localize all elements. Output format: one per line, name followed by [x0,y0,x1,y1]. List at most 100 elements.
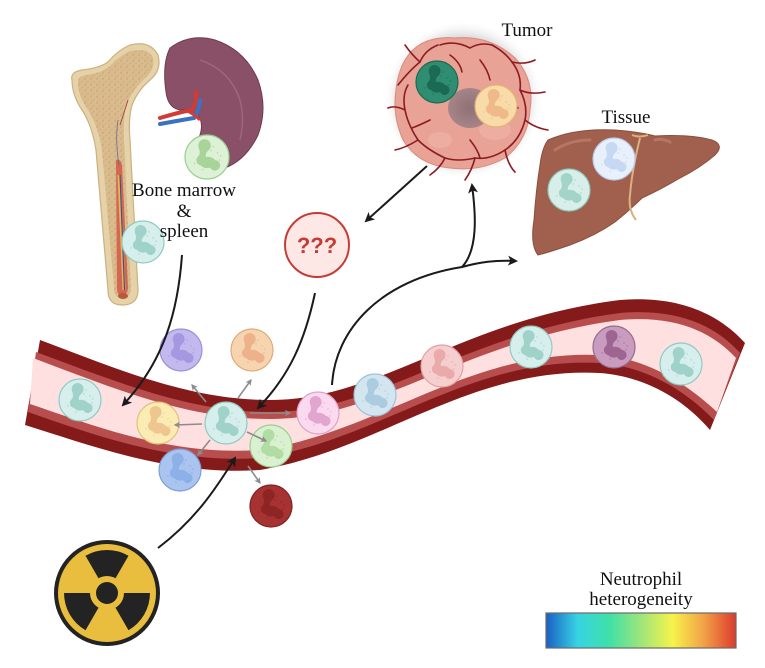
neutrophil-granule [282,448,284,450]
neutrophil-nucleus [307,396,331,426]
neutrophil-granule [247,361,249,363]
neutrophil-granule [274,499,276,501]
neutrophil-granule [626,345,628,347]
neutrophil-granule [329,415,331,417]
neutrophil-granule [263,352,265,354]
neutrophil-granule [255,343,257,345]
neutrophil-orange [230,328,274,372]
neutrophil-granule [625,349,627,351]
neutrophil-granule [688,374,690,376]
neutrophil-granule [621,169,623,171]
neutrophil-granule [152,237,154,239]
neutrophil-granule [274,439,276,441]
neutrophil-green [249,424,293,468]
arrow-tumor-to-unknown [364,165,428,223]
neutrophil-granule [184,343,186,345]
neutrophil-granule [448,84,450,86]
neutrophil-granule [266,517,268,519]
neutrophil-granule [185,459,187,461]
neutrophil-granule [445,359,447,361]
neutrophil-nucleus [603,142,627,172]
neutrophil-blue [158,448,202,492]
neutrophil-granule [378,388,380,390]
neutrophil-granule [572,183,574,185]
neutrophil-granule [169,425,171,427]
neutrophil-granule [491,117,493,119]
neutrophil-violet [159,328,203,372]
neutrophil-granule [581,188,583,190]
neutrophil-granule [261,345,263,347]
neutrophil-granule [221,434,223,436]
neutrophil-granule [192,352,194,354]
neutrophil-granule [210,149,212,152]
neutrophil-granule [619,336,621,338]
neutrophil-granule [609,170,611,172]
neutrophil-tumor-light [474,84,518,128]
neutrophil-granule [362,400,364,402]
neutrophil-nucleus [520,330,544,360]
neutrophil-granule [175,481,177,483]
neutrophil-granule [280,501,282,503]
neutrophil-granule [229,416,231,418]
neutrophil-granule [191,472,193,474]
neutrophil-granule [153,434,155,436]
neutrophil-granule [564,201,566,203]
neutrophil-granule [380,384,382,386]
neutrophil-granule [145,428,147,430]
neutrophil-granule [619,148,621,150]
legend-title-line1: Neutrophil [600,569,682,590]
arrow-bone-marrow-to-blood [121,254,183,407]
neutrophil-granule [609,358,611,360]
neutrophil-granule [534,340,536,342]
neutrophil-tissue-teal [547,168,591,212]
neutrophil-granule [258,451,260,453]
neutrophil-granule [282,508,284,510]
neutrophil-granule [446,77,448,79]
neutrophil-nucleus [364,378,388,408]
unknown-factor: ??? [284,212,350,278]
neutrophil-granule [576,200,578,202]
neutrophil-nucleus [241,333,265,363]
neutrophil-teal-right [659,342,703,386]
neutrophil-granule [163,412,165,414]
neutrophil-nucleus [170,333,194,363]
neutrophil-granule [276,495,278,497]
neutrophil-granule [67,405,69,407]
neutrophil-granule [167,418,169,420]
neutrophil-granule [75,411,77,413]
neutrophil-granule [257,339,259,341]
neutrophil-granule [283,444,285,446]
neutrophil-salmon [420,344,464,388]
neutrophil-granule [578,185,580,187]
spleen-label: spleen [160,221,209,242]
unknown-label: ??? [297,233,337,258]
neutrophil-granule [507,108,509,110]
neutrophil-granule [508,104,510,106]
bone-marrow-label: Bone marrow [132,180,236,201]
neutrophil-granule [444,92,446,94]
neutrophil-granule [150,252,152,254]
neutrophil-granule [625,161,627,163]
neutrophil-granule [676,375,678,377]
neutrophil-granule [187,480,189,482]
neutrophil-granule [601,164,603,166]
neutrophil-granule [686,353,688,355]
neutrophil-granule [454,364,456,366]
neutrophil-granule [218,159,221,161]
neutrophil-granule [432,93,434,95]
neutrophil-granule [258,511,260,513]
neutrophil-granule [536,336,538,338]
neutrophil-granule [327,408,329,410]
neutrophil-granule [440,75,442,77]
neutrophil-granule [623,154,625,156]
flow-arrows [121,165,518,549]
arrow-to-yellow [173,421,203,429]
neutrophil-granule [386,397,388,399]
neutrophil-granule [626,157,628,159]
neutrophil-granule [138,253,140,255]
neutrophil-granule [424,87,426,89]
neutrophil-granule [313,424,315,426]
neutrophil-granule [278,456,280,458]
neutrophil-granule [280,441,282,443]
neutrophil-granule [623,342,625,344]
